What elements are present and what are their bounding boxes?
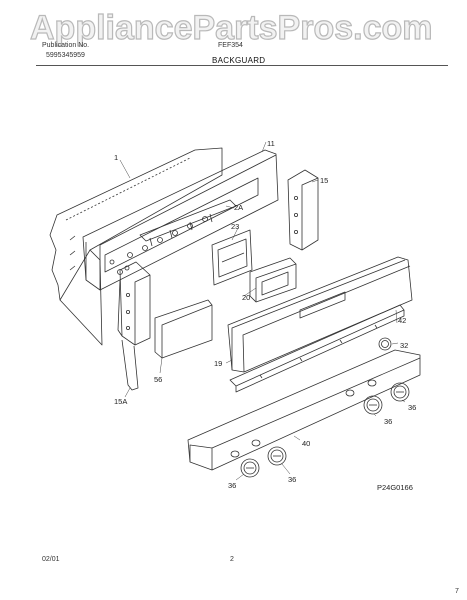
footer-date: 02/01 [42, 556, 60, 563]
part-56-side-trim [154, 299, 213, 359]
callout-56: 56 [154, 375, 162, 384]
knob-3 [363, 395, 383, 415]
publication-label: Publication No. [42, 42, 90, 49]
callout-15: 15 [320, 176, 328, 185]
callout-19: 19 [214, 359, 222, 368]
section-title: BACKGUARD [212, 56, 266, 65]
part-20-electronic-clock [249, 257, 297, 303]
callout-11: 11 [267, 139, 275, 148]
callout-leaders [119, 141, 406, 481]
callout-23: 23 [231, 222, 239, 231]
callout-32: 32 [400, 341, 408, 350]
knob-2 [267, 446, 287, 466]
part-23-control-housing [211, 229, 253, 286]
footer-corner-mark: 7 [455, 588, 459, 595]
watermark: AppliancePartsPros.com [29, 8, 433, 47]
publication-number: 5995345959 [46, 52, 85, 59]
part-15A-left-bracket [117, 261, 151, 391]
callout-2A: 2A [234, 203, 243, 212]
model-number: FEF354 [218, 42, 243, 49]
callout-42: 42 [398, 316, 406, 325]
callout-36-b: 36 [288, 475, 296, 484]
callout-1: 1 [114, 153, 118, 162]
knob-1 [240, 458, 260, 478]
callout-36-c: 36 [384, 417, 392, 426]
callout-40: 40 [302, 439, 310, 448]
callout-15A: 15A [114, 397, 127, 406]
part-36-knobs [240, 382, 410, 478]
part-19-front-panel [227, 256, 413, 373]
callout-20: 20 [242, 293, 250, 302]
knob-4 [390, 382, 410, 402]
part-15-right-bracket [287, 169, 319, 251]
callout-36-d: 36 [408, 403, 416, 412]
part-32-knob [378, 337, 392, 351]
part-11-backguard-housing [82, 149, 279, 291]
diagram-code: P24G0166 [377, 483, 413, 492]
part-40-control-panel [187, 349, 421, 471]
part-42-trim-strip [229, 304, 405, 393]
part-2A-bracket [139, 199, 237, 247]
part-1-rear-panel [49, 147, 223, 346]
footer-page: 2 [230, 556, 234, 563]
callout-36-a: 36 [228, 481, 236, 490]
header-rule [36, 65, 448, 66]
